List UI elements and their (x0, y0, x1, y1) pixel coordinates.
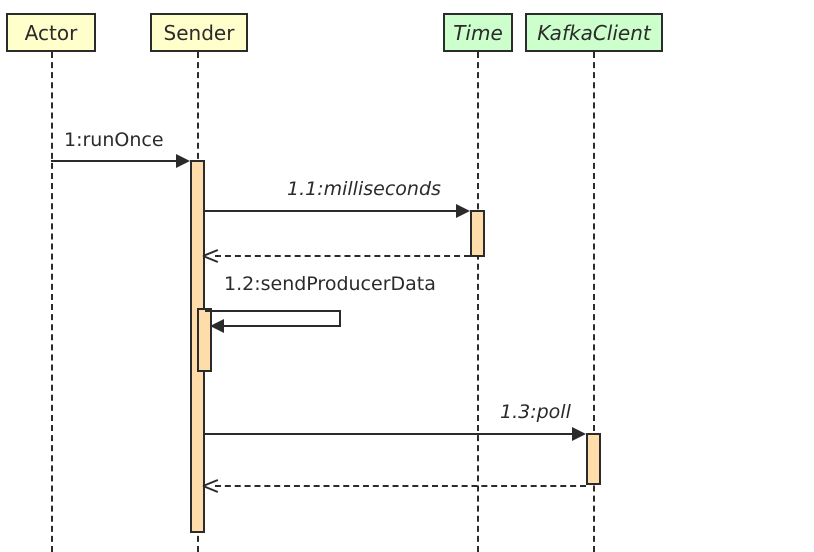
message-label-1-1-milliseconds: 1.1:milliseconds (287, 178, 441, 200)
message-arrowhead-1-1-return (203, 247, 218, 263)
message-line-1-2-top (205, 310, 341, 312)
message-arrowhead-1-1-milliseconds (456, 204, 470, 218)
message-line-1-runonce (51, 160, 177, 162)
participant-kafkaclient[interactable]: KafkaClient (525, 13, 663, 52)
lifeline-time (477, 52, 479, 552)
activation-bar-kafkaclient (586, 433, 601, 485)
message-label-1-3-poll: 1.3:poll (500, 401, 571, 423)
message-line-1-1-return (215, 255, 470, 257)
participant-sender[interactable]: Sender (150, 13, 248, 52)
activation-bar-time (470, 210, 485, 257)
lifeline-actor (51, 52, 53, 552)
participant-sender-label: Sender (163, 20, 235, 45)
participant-kafkaclient-label: KafkaClient (537, 20, 651, 45)
message-label-1-runonce: 1:runOnce (64, 129, 164, 151)
message-line-1-1-milliseconds (205, 210, 457, 212)
message-arrowhead-1-runonce (176, 154, 190, 168)
message-line-1-3-return (215, 485, 586, 487)
message-arrowhead-1-3-return (203, 477, 218, 493)
message-line-1-2-bottom (224, 325, 341, 327)
message-line-1-3-poll (205, 433, 573, 435)
activation-bar-sender-nested (197, 308, 212, 372)
message-line-1-2-right (339, 310, 341, 327)
message-label-1-2-sendproducerdata: 1.2:sendProducerData (224, 273, 436, 295)
message-arrowhead-1-2-sendproducerdata (210, 319, 224, 333)
message-arrowhead-1-3-poll (572, 427, 586, 441)
participant-actor-label: Actor (24, 20, 78, 45)
participant-actor[interactable]: Actor (6, 13, 96, 52)
participant-time[interactable]: Time (443, 13, 513, 52)
lifeline-kafkaclient (593, 52, 595, 552)
participant-time-label: Time (453, 20, 503, 45)
